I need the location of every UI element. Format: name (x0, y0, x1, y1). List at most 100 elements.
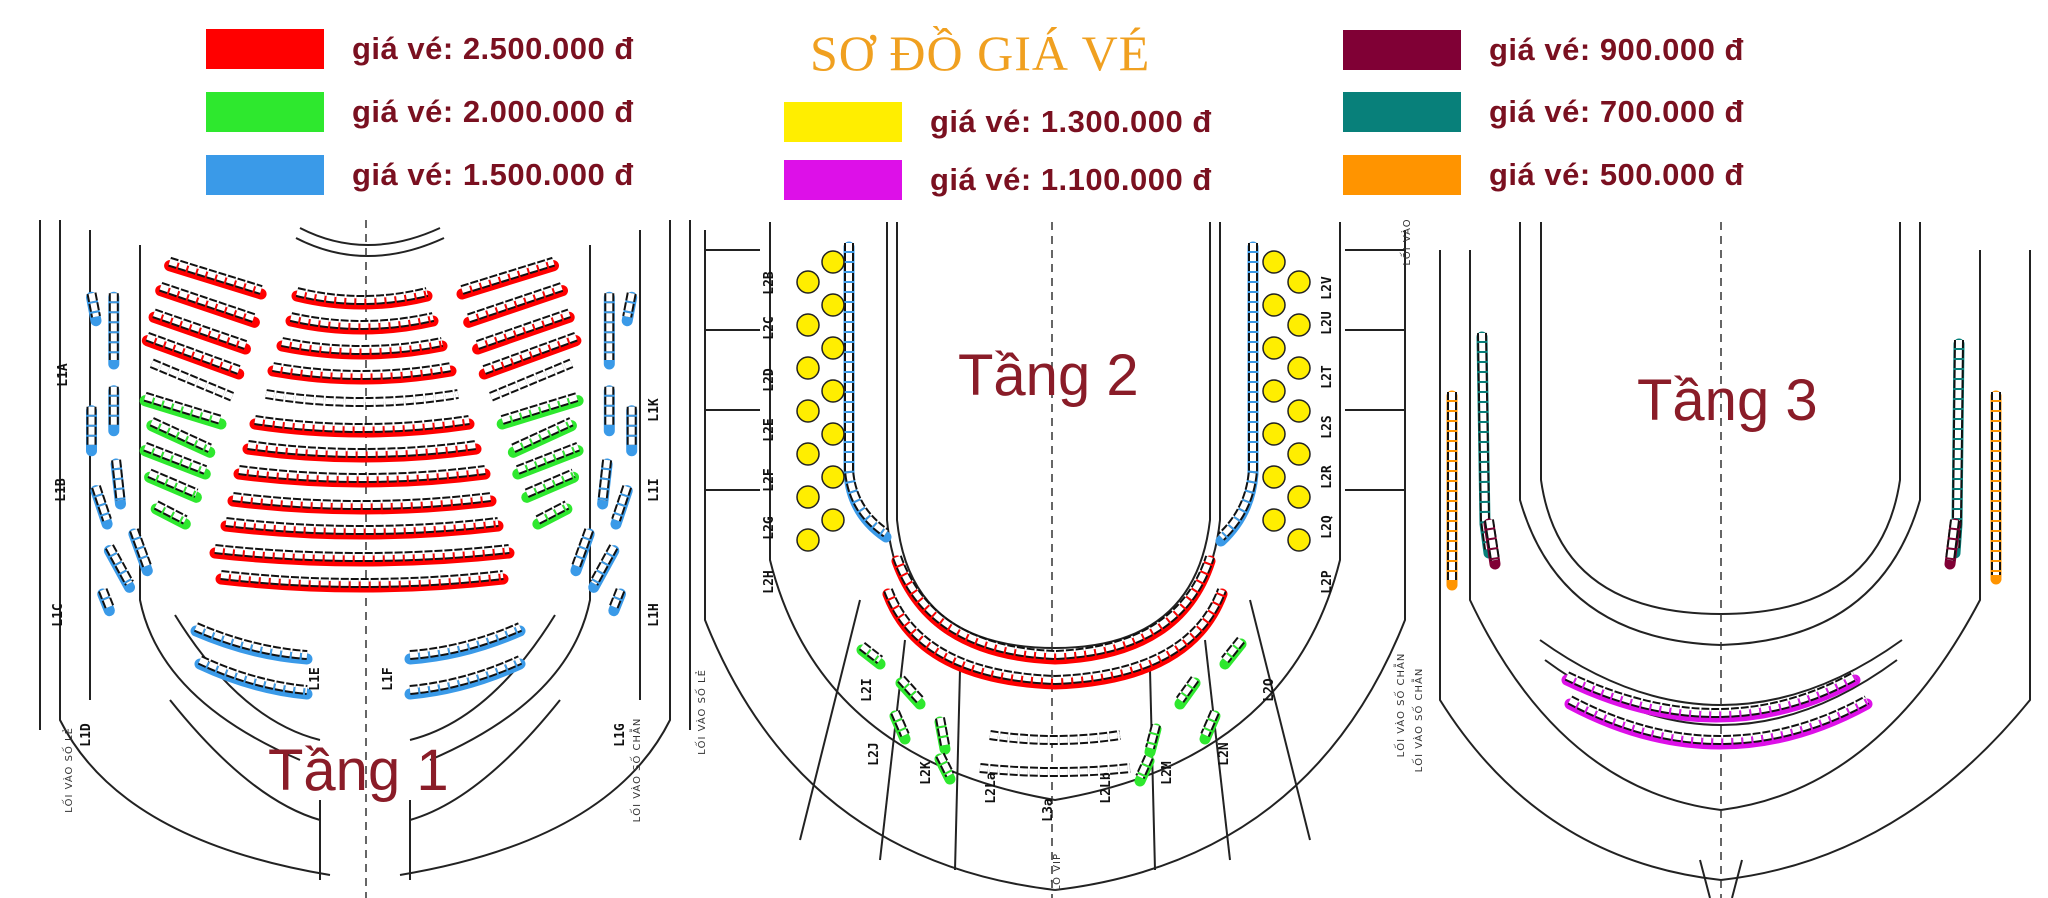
floor2-box-label: L2Q (1320, 515, 1335, 539)
wall-outline (886, 222, 1221, 662)
seat-row-inner (591, 545, 617, 585)
seat-row-inner (501, 393, 579, 423)
floor2-box-seat (796, 485, 820, 509)
floor1-box-seats (597, 458, 613, 510)
wall-outline (399, 220, 671, 876)
seat-row-inner (898, 676, 923, 703)
floor1-center-row (227, 492, 497, 515)
seat-row-inner (846, 243, 888, 536)
floor2-green-seats (1219, 636, 1247, 670)
seat-row-inner (573, 528, 593, 568)
floor3-right-corner (1944, 518, 1961, 570)
floor3-left-corner (1483, 518, 1501, 570)
floor-2-label: Tầng 2 (958, 343, 1139, 408)
wall-outline (1439, 250, 2031, 882)
floor3-rear-row (1564, 695, 1873, 750)
seat-row-inner (989, 732, 1121, 743)
floor2-green-seats (934, 716, 951, 755)
seat-row-inner (272, 364, 452, 378)
wall-outline (409, 614, 556, 741)
floor2-green-seats (1174, 676, 1201, 710)
floor2-green-seats (1134, 754, 1155, 787)
floor2-box-label: L2O (1262, 678, 1277, 702)
seat-row-inner (220, 572, 504, 586)
floor1-box-seats (608, 588, 626, 617)
floor3-rear-row (1561, 671, 1861, 723)
legend-swatch (1343, 155, 1461, 195)
seat-row-inner (892, 710, 908, 737)
seat-row-inner (1147, 724, 1159, 749)
entrance-label: LỐI VÀO (1399, 218, 1413, 265)
legend-700000: giá vé: 700.000 đ (1343, 92, 1744, 132)
legend-swatch (206, 155, 324, 195)
price-band (227, 495, 497, 515)
legend-2500000: giá vé: 2.500.000 đ (206, 29, 634, 69)
floor2-box-seat (796, 356, 820, 380)
floor1-rear-row (404, 655, 526, 700)
seat-row-inner (937, 753, 953, 777)
floor1-rear-row (404, 622, 526, 665)
floor1-box-label: L1I (647, 478, 662, 501)
floor2-box-seat (796, 528, 820, 552)
wall-outline (169, 699, 321, 821)
wall-outline (409, 699, 561, 821)
wall-outline (954, 669, 961, 871)
legend-swatch (206, 29, 324, 69)
seat-row-inner (93, 485, 110, 521)
floor2-box-label: L2H (762, 570, 777, 593)
floor-3-label: Tầng 3 (1637, 368, 1818, 433)
floor1-box-label: L1H (647, 603, 662, 626)
legend-1300000: giá vé: 1.300.000 đ (784, 102, 1212, 142)
wall-outline (769, 222, 1341, 802)
legend-900000: giá vé: 900.000 đ (1343, 30, 1744, 70)
entrance-label: LỐI VÀO SỐ CHẴN (1411, 668, 1425, 773)
seat-row-inner (536, 502, 569, 523)
wall-outline (896, 222, 1211, 650)
floor2-box-seat (1287, 528, 1311, 552)
seat-row-inner (979, 765, 1131, 775)
wall-outline (1469, 250, 1981, 812)
seat-row-inner (225, 519, 499, 533)
seat-row-inner (624, 292, 635, 318)
floor2-box-label: L2J (867, 742, 882, 765)
floor2-box-seat (1262, 379, 1286, 403)
floor1-center-row (215, 570, 509, 593)
legend-500000: giá vé: 500.000 đ (1343, 155, 1744, 195)
floor1-box-label: L1F (381, 667, 396, 691)
price-band (190, 625, 313, 665)
seat-row-inner (146, 333, 240, 373)
floor1-center-row (291, 287, 433, 310)
seat-row-inner (113, 459, 124, 501)
wall-outline (1519, 222, 1921, 647)
seat-row-inner (296, 289, 428, 303)
floor2-rear-row (979, 763, 1131, 777)
seat-row-inner (290, 314, 434, 328)
seat-row-inner (1568, 697, 1869, 743)
floor2-box-seat (1287, 442, 1311, 466)
floor2-green-seats (934, 752, 956, 785)
floor2-box-seat (1287, 485, 1311, 509)
seat-row-inner (153, 310, 247, 348)
floor1-box-seats (570, 528, 595, 577)
seat-row-inner (168, 258, 262, 293)
wall-outline (299, 227, 441, 246)
price-band (891, 555, 1216, 665)
seat-row-inner (238, 467, 486, 481)
floor1-center-row (209, 544, 515, 567)
floor1-rear-row (194, 655, 313, 700)
floor1-left-wing-row (139, 442, 211, 480)
seat-bands (86, 241, 2002, 787)
floor2-green-seats (889, 710, 911, 745)
legend-swatch (784, 160, 902, 200)
wall-outline (704, 230, 1056, 891)
seat-row-inner (148, 470, 198, 497)
floor1-right-wing-row (496, 391, 584, 430)
floor1-right-wing-row (472, 308, 575, 355)
seat-row-inner (461, 258, 555, 293)
floor2-box-label: L2R (1320, 465, 1335, 489)
seat-row-inner (860, 643, 882, 663)
floor1-box-seats (610, 485, 633, 530)
seat-row (892, 555, 1215, 661)
floor1-center-row (285, 312, 439, 335)
